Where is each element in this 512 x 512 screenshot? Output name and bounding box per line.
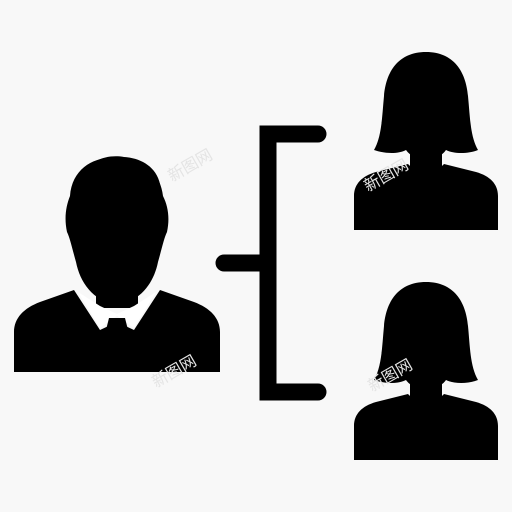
man-collar-icon bbox=[78, 292, 156, 366]
woman-avatar-top-icon bbox=[354, 52, 498, 230]
connector-bracket-icon bbox=[215, 125, 327, 401]
woman-avatar-bottom-icon bbox=[354, 282, 498, 460]
watermark-text: 新图网 bbox=[165, 145, 216, 185]
